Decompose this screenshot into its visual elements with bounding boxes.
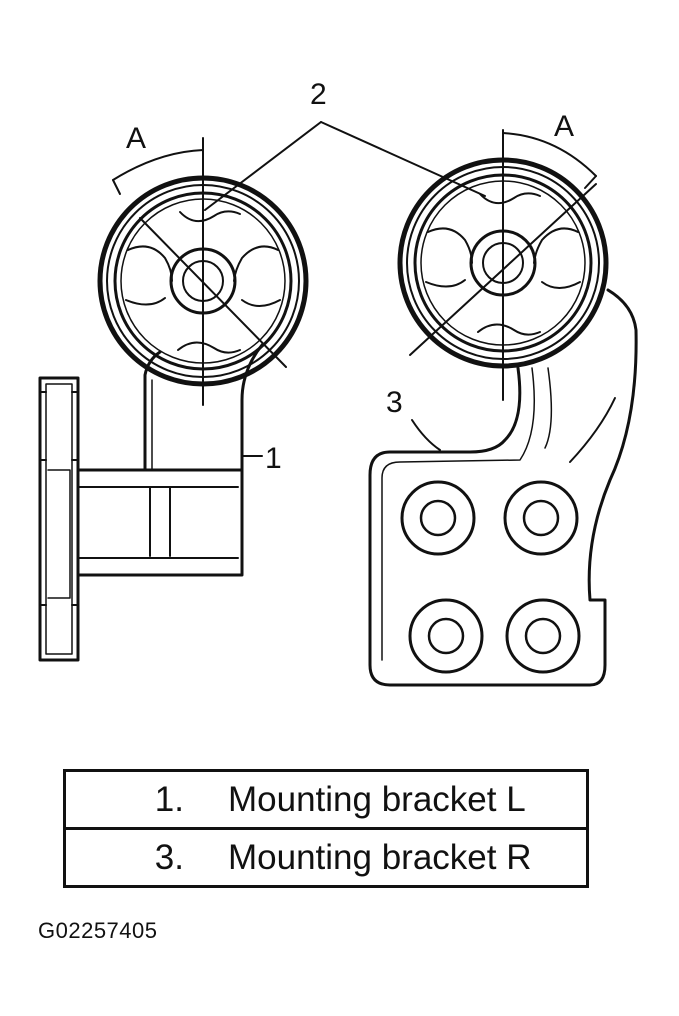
mounting-bracket-diagram: 2 A A 1 3: [38, 78, 638, 687]
callout-view-a-left: A: [126, 122, 146, 155]
parts-legend-table: 1. Mounting bracket L 3. Mounting bracket …: [63, 769, 589, 888]
leader-lines: [204, 121, 486, 457]
legend-cell: 1. Mounting bracket L: [63, 769, 589, 830]
legend-label: Mounting bracket L: [228, 779, 526, 819]
right-mounting-bracket: [368, 129, 638, 687]
callout-part-2: 2: [310, 78, 327, 111]
callout-part-3: 3: [386, 386, 403, 419]
legend-number: 1.: [154, 779, 184, 819]
figure-code: G02257405: [38, 918, 158, 943]
legend-row: 3. Mounting bracket R: [63, 827, 589, 888]
legend-number: 3.: [154, 837, 184, 877]
legend-row: 1. Mounting bracket L: [63, 769, 589, 830]
callout-view-a-right: A: [554, 110, 574, 143]
callout-part-1: 1: [265, 442, 282, 475]
legend-cell: 3. Mounting bracket R: [63, 827, 589, 888]
legend-label: Mounting bracket R: [228, 837, 532, 877]
left-mounting-bracket: [38, 137, 309, 662]
